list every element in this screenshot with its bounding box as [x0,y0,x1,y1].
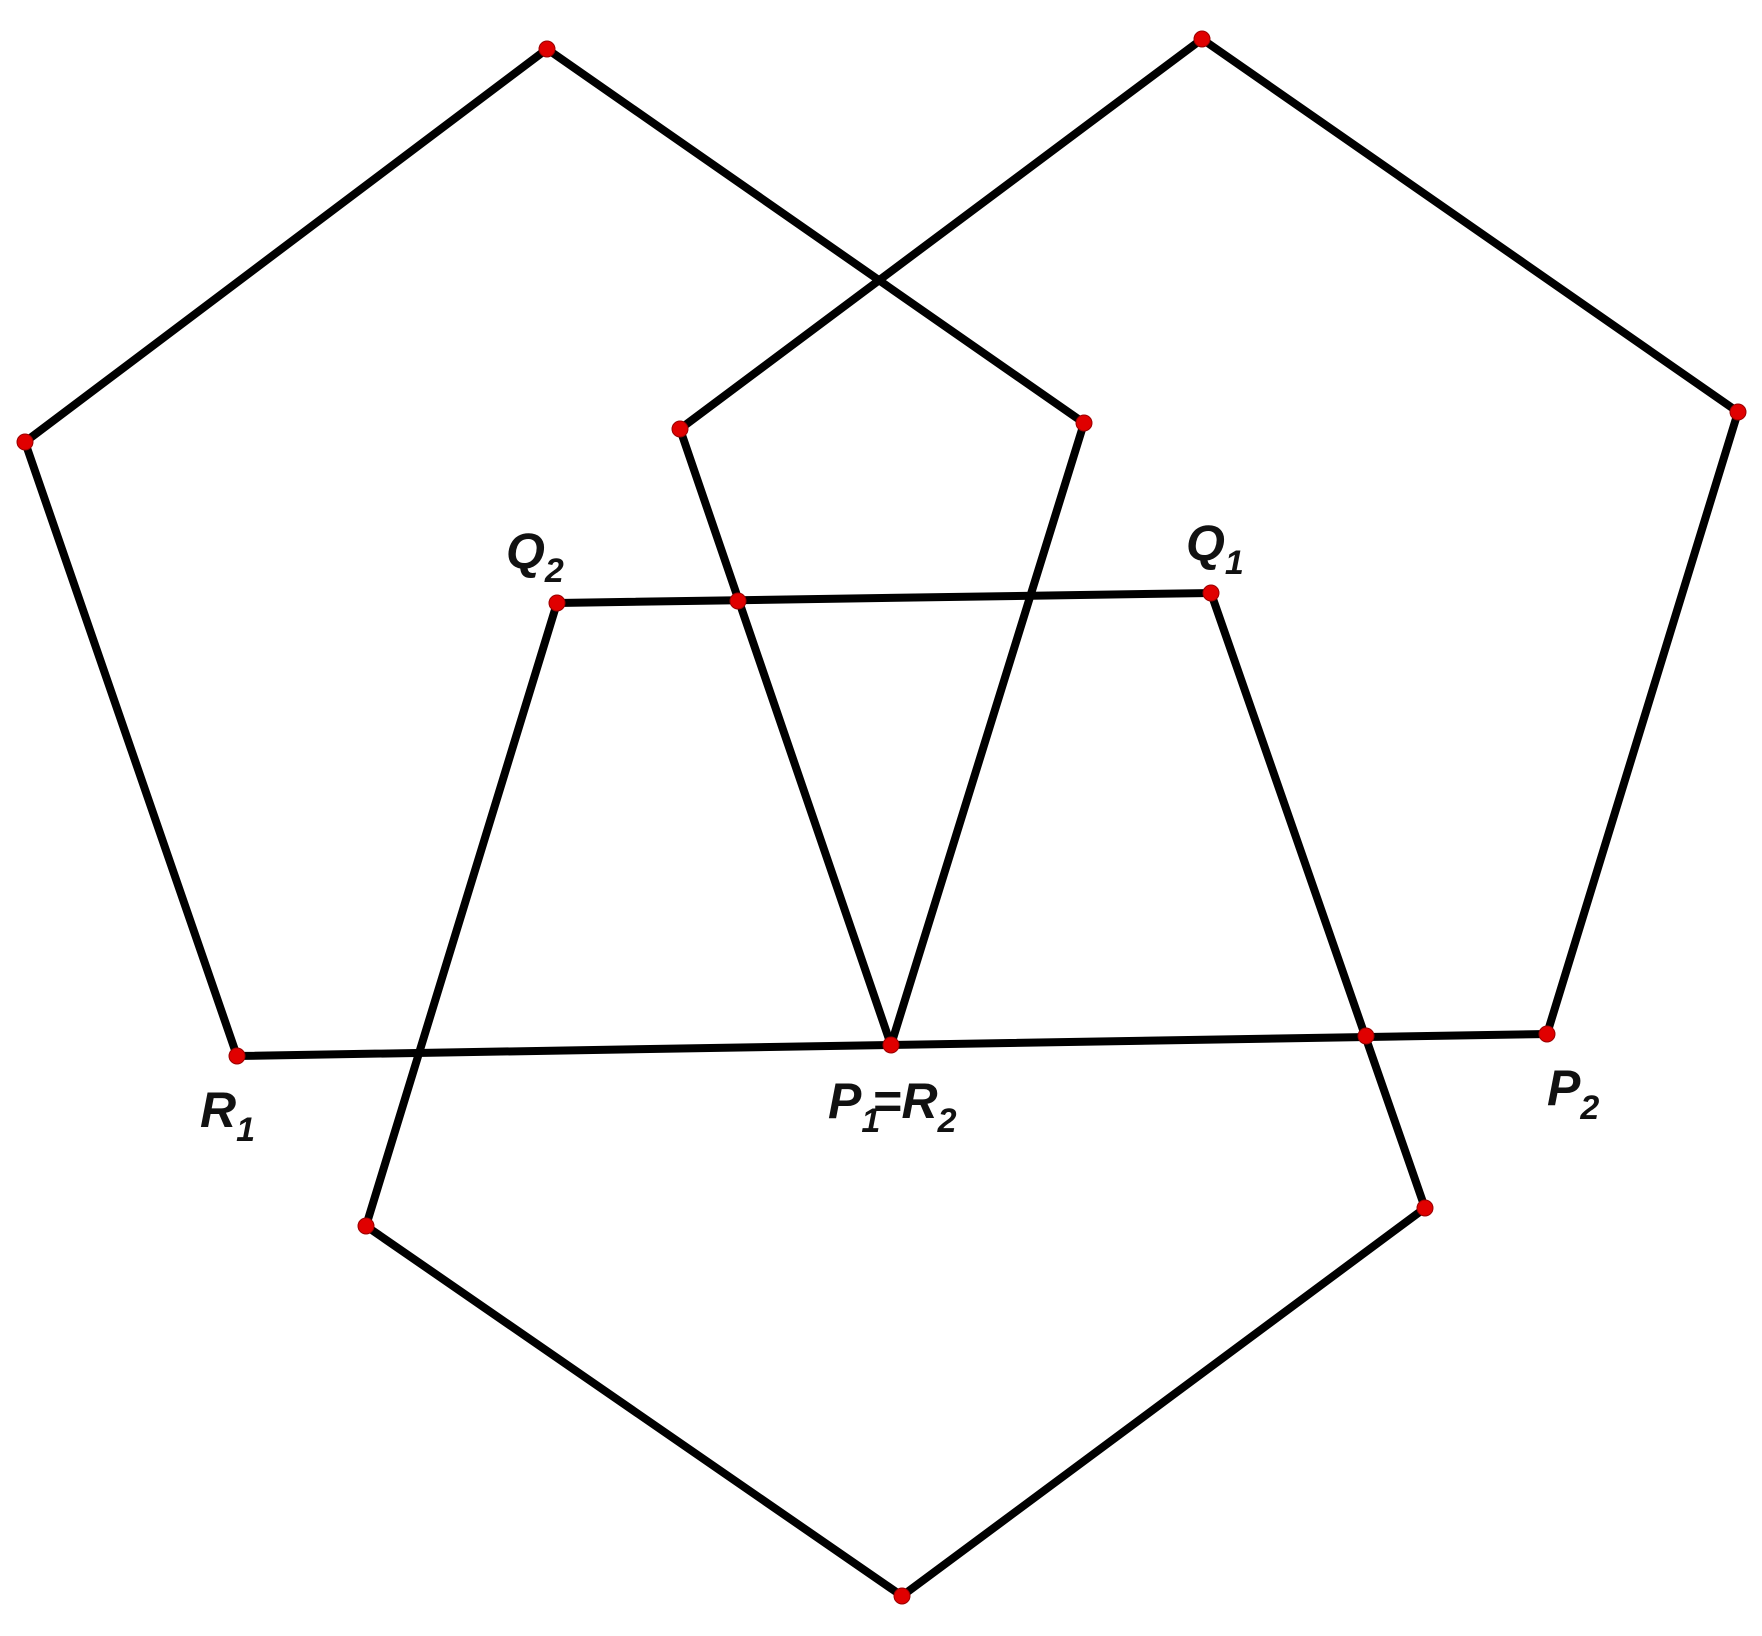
point-R1 [228,1047,246,1065]
point-bottom-right [1416,1199,1434,1217]
point-right-right [1729,403,1747,421]
left-pentagon [20,44,1089,1061]
label-Q1: Q1 [1186,515,1244,582]
point-Q2 [548,594,566,612]
point-left-top [538,40,556,58]
point-right-left [671,420,689,438]
point-bottom-left [357,1217,375,1235]
point-P2 [1538,1025,1556,1043]
bottom-pentagon [361,588,1430,1601]
label-R1: R1 [200,1082,255,1149]
point-P1-R2 [882,1036,900,1054]
point-left-right [1075,414,1093,432]
point-intersection-right [1357,1027,1375,1045]
label-P1-equals-R2: P1=R2 [828,1073,957,1140]
point-left-left [16,433,34,451]
right-pentagon [675,34,1743,1050]
point-intersection-upper [729,592,747,610]
point-Q1 [1202,584,1220,602]
point-right-top [1193,30,1211,48]
vertex-points [16,30,1747,1605]
label-P2: P2 [1547,1060,1599,1127]
point-bottom [893,1587,911,1605]
label-Q2: Q2 [506,523,564,590]
